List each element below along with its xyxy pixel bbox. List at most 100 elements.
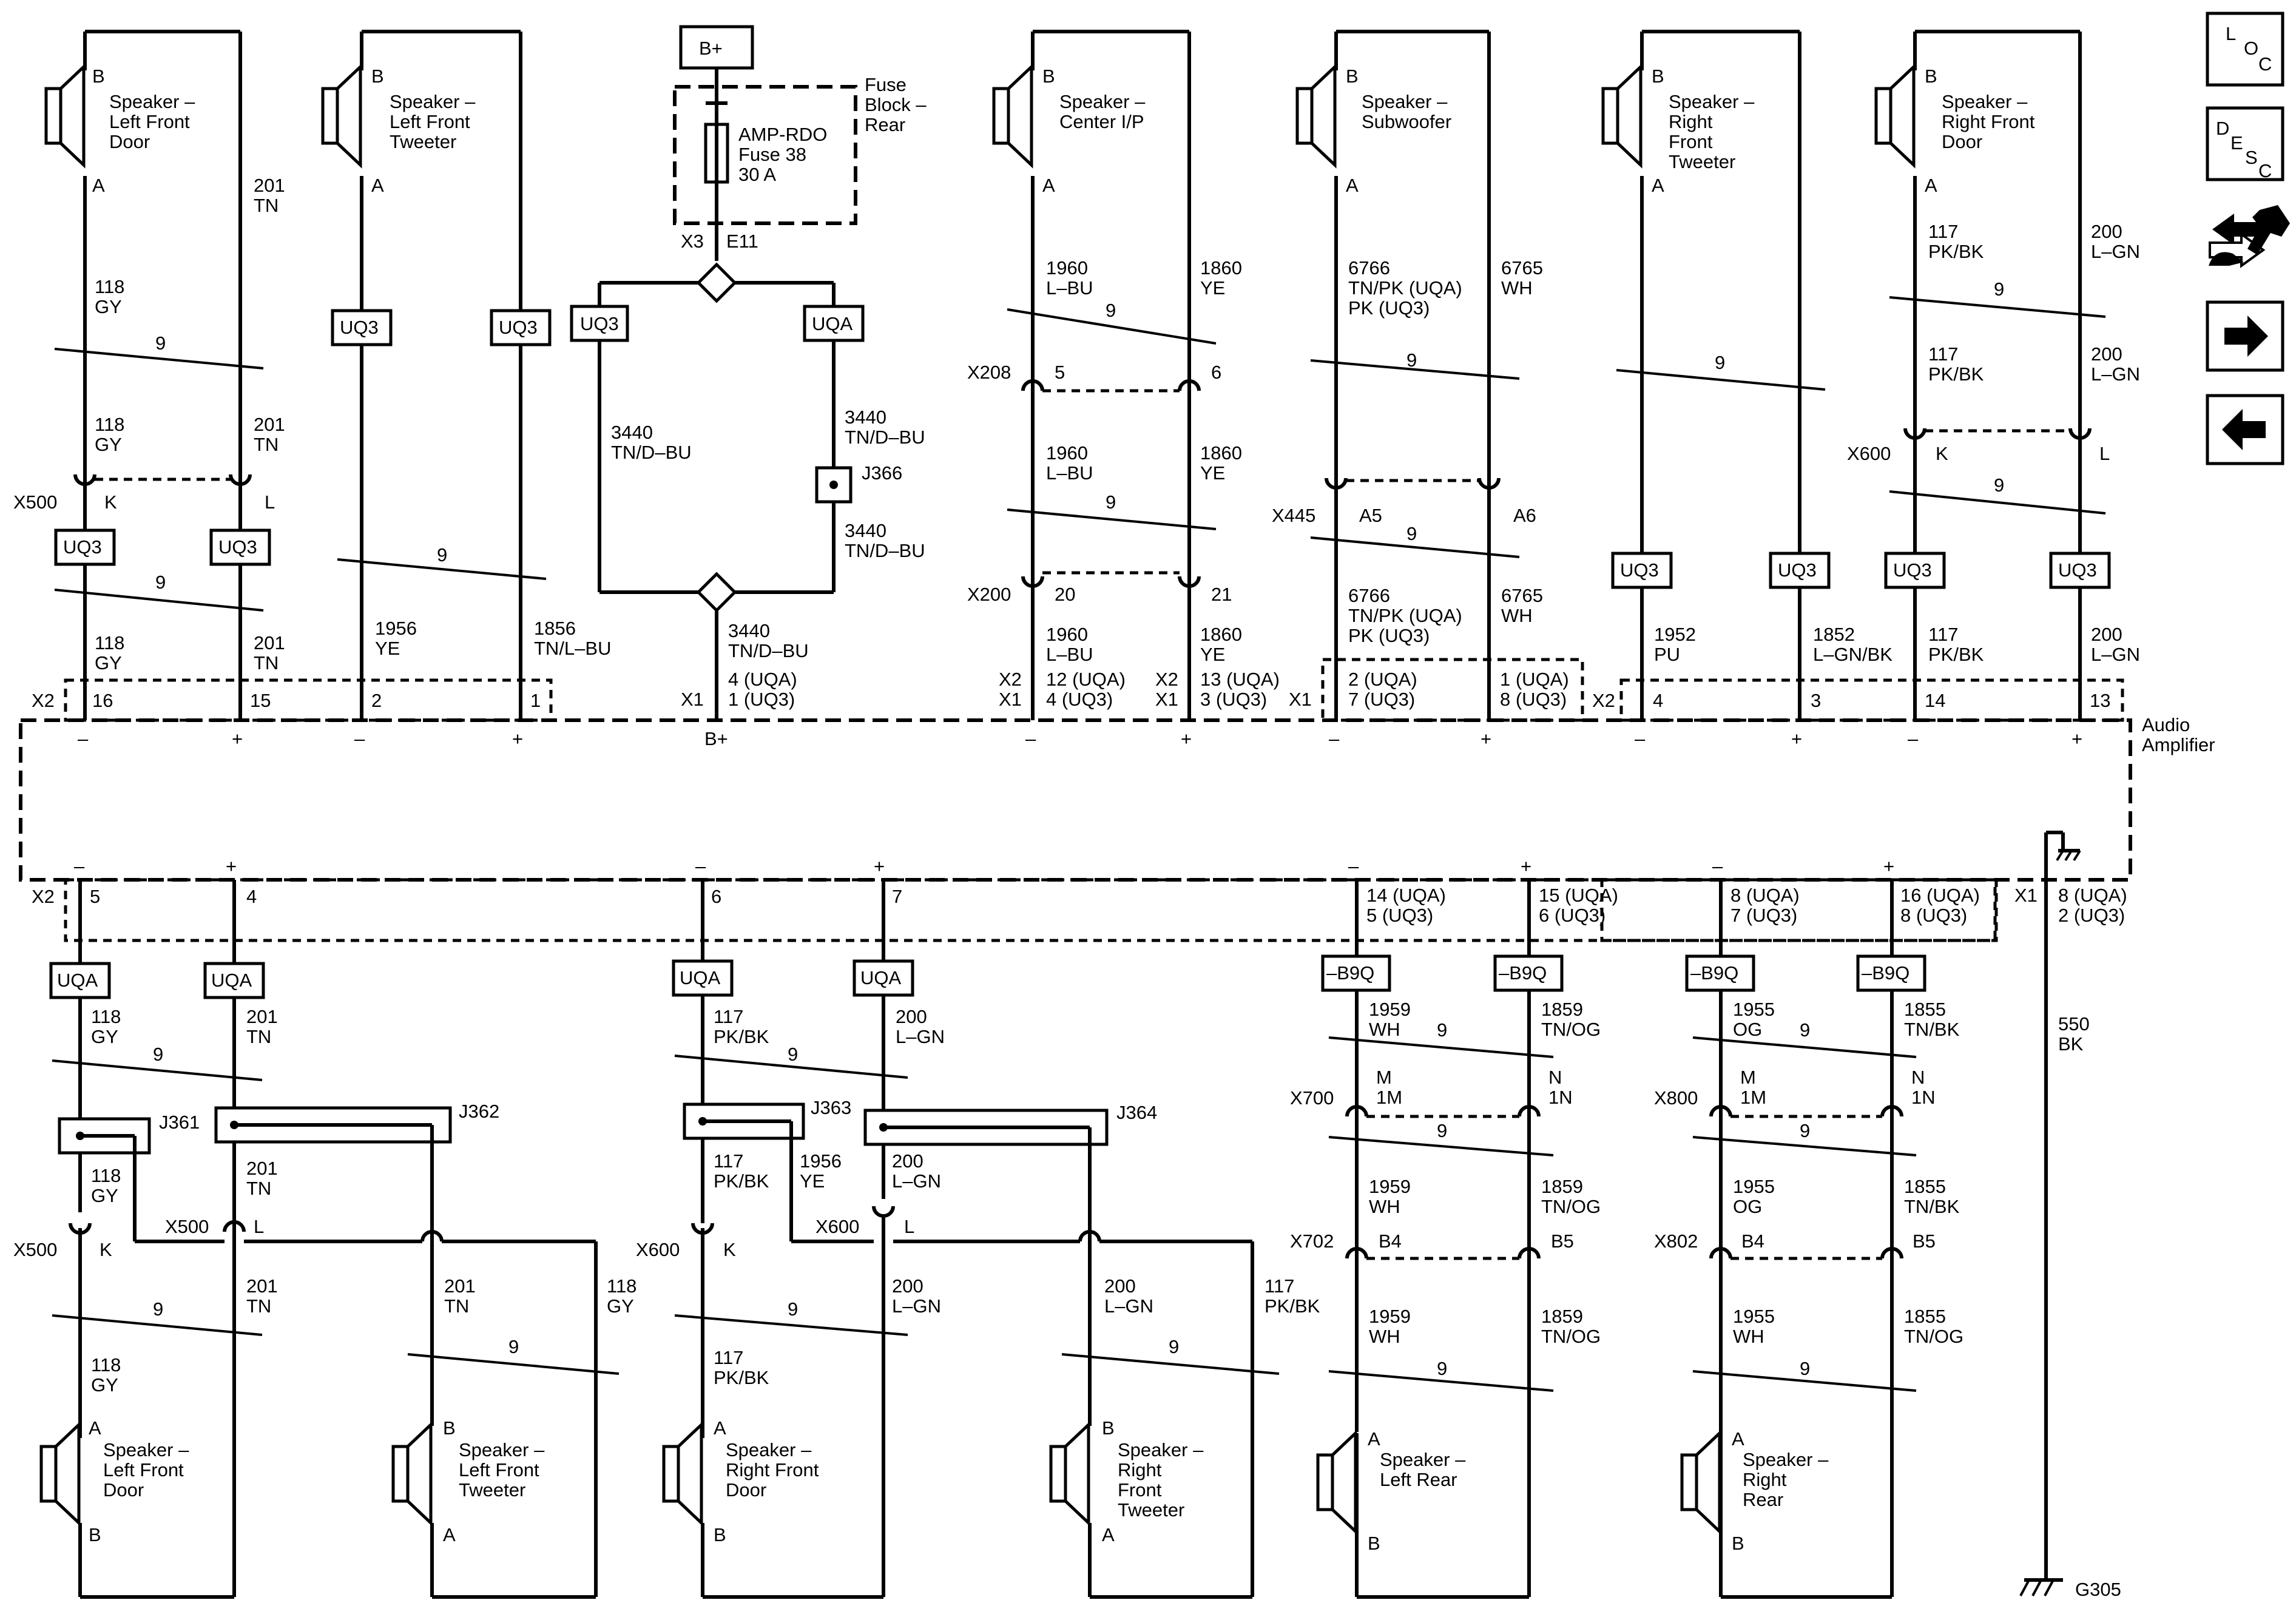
svg-text:TN/OG: TN/OG	[1541, 1196, 1601, 1217]
speaker-center-ip-icon	[994, 67, 1032, 165]
svg-text:1860: 1860	[1200, 442, 1242, 464]
svg-text:OG: OG	[1733, 1196, 1762, 1217]
svg-text:8 (UQA): 8 (UQA)	[2058, 885, 2127, 906]
svg-text:16: 16	[92, 690, 113, 711]
svg-text:Door: Door	[109, 131, 150, 152]
tools-button[interactable]	[2209, 205, 2290, 268]
svg-text:J366: J366	[862, 462, 902, 484]
svg-text:B: B	[371, 66, 384, 87]
svg-text:3440: 3440	[728, 620, 770, 641]
svg-text:UQ3: UQ3	[218, 536, 257, 558]
svg-text:21: 21	[1211, 584, 1232, 605]
svg-text:118: 118	[95, 414, 124, 435]
svg-text:+: +	[226, 856, 237, 877]
ground-wire-number: 550	[2058, 1013, 2090, 1035]
svg-text:UQA: UQA	[211, 970, 252, 991]
svg-text:201: 201	[254, 175, 285, 196]
svg-text:UQ3: UQ3	[1620, 559, 1659, 581]
svg-text:TN/PK (UQA): TN/PK (UQA)	[1348, 277, 1462, 299]
svg-text:A: A	[714, 1417, 726, 1439]
svg-text:Speaker –: Speaker –	[1118, 1439, 1204, 1460]
svg-text:6: 6	[711, 886, 721, 907]
svg-text:UQA: UQA	[680, 967, 721, 988]
svg-text:PU: PU	[1654, 644, 1680, 665]
svg-text:7: 7	[892, 886, 902, 907]
svg-text:4: 4	[1653, 690, 1663, 711]
svg-text:Subwoofer: Subwoofer	[1362, 111, 1451, 132]
speaker-rf-tweeter-bot-icon	[1051, 1425, 1089, 1523]
svg-text:PK/BK: PK/BK	[1264, 1295, 1320, 1317]
svg-text:+: +	[1883, 856, 1894, 877]
svg-text:1M: 1M	[1376, 1087, 1402, 1108]
svg-text:A: A	[443, 1524, 456, 1545]
svg-text:GY: GY	[95, 296, 122, 317]
svg-text:X500: X500	[13, 1239, 57, 1260]
svg-text:TN: TN	[246, 1026, 271, 1047]
svg-text:WH: WH	[1369, 1326, 1400, 1347]
svg-text:9: 9	[153, 1044, 163, 1065]
svg-text:9: 9	[1800, 1358, 1810, 1379]
next-button[interactable]	[2206, 300, 2284, 372]
fuse-block-rear	[673, 85, 857, 225]
svg-text:Door: Door	[103, 1479, 144, 1501]
svg-text:PK/BK: PK/BK	[714, 1170, 769, 1192]
loc-button[interactable]: L O C	[2206, 12, 2284, 87]
svg-text:Amplifier: Amplifier	[2142, 734, 2215, 755]
svg-text:118: 118	[91, 1354, 121, 1376]
svg-text:X1: X1	[2014, 885, 2038, 906]
svg-text:A: A	[1925, 175, 1937, 196]
svg-text:7 (UQ3): 7 (UQ3)	[1730, 905, 1797, 926]
svg-text:WH: WH	[1501, 605, 1533, 626]
svg-text:M: M	[1740, 1067, 1756, 1088]
svg-text:15 (UQA): 15 (UQA)	[1539, 885, 1618, 906]
svg-text:1955: 1955	[1733, 1176, 1775, 1197]
svg-text:+: +	[1181, 728, 1192, 749]
svg-text:–: –	[1329, 728, 1340, 749]
svg-text:X200: X200	[967, 584, 1011, 605]
svg-text:5 (UQ3): 5 (UQ3)	[1366, 905, 1433, 926]
svg-text:L–BU: L–BU	[1046, 277, 1093, 299]
svg-text:Front: Front	[1118, 1479, 1162, 1501]
svg-text:1960: 1960	[1046, 624, 1088, 645]
svg-text:TN/D–BU: TN/D–BU	[845, 427, 925, 448]
svg-text:GY: GY	[91, 1374, 118, 1396]
svg-text:Speaker –: Speaker –	[103, 1439, 189, 1460]
svg-text:X700: X700	[1290, 1087, 1334, 1109]
svg-text:X2: X2	[32, 690, 55, 711]
svg-text:M: M	[1376, 1067, 1392, 1088]
svg-text:GY: GY	[91, 1185, 118, 1206]
svg-text:1955: 1955	[1733, 1306, 1775, 1327]
svg-text:1855: 1855	[1904, 1176, 1946, 1197]
speaker-lf-door-bot-icon	[41, 1425, 79, 1523]
svg-text:Block –: Block –	[865, 94, 927, 115]
svg-text:201: 201	[246, 1006, 278, 1027]
svg-text:GY: GY	[95, 652, 122, 673]
svg-text:X1: X1	[1155, 689, 1178, 710]
svg-text:L–GN/BK: L–GN/BK	[1813, 644, 1893, 665]
desc-button[interactable]: D E S C	[2206, 106, 2284, 181]
svg-text:J362: J362	[459, 1101, 499, 1122]
svg-text:9: 9	[155, 333, 166, 354]
svg-text:A: A	[1652, 175, 1664, 196]
svg-text:118: 118	[91, 1006, 121, 1027]
svg-text:–B9Q: –B9Q	[1862, 962, 1909, 984]
svg-text:20: 20	[1055, 584, 1075, 605]
svg-text:L–GN: L–GN	[892, 1295, 941, 1317]
svg-text:9: 9	[1994, 474, 2004, 496]
svg-text:Rear: Rear	[1743, 1489, 1783, 1510]
svg-text:12 (UQA): 12 (UQA)	[1046, 669, 1126, 690]
svg-text:B5: B5	[1913, 1230, 1936, 1252]
svg-text:N: N	[1548, 1067, 1562, 1088]
svg-text:B: B	[89, 1524, 101, 1545]
svg-text:B4: B4	[1379, 1230, 1402, 1252]
svg-text:UQA: UQA	[860, 967, 902, 988]
svg-text:YE: YE	[375, 638, 400, 659]
svg-text:A5: A5	[1359, 505, 1382, 526]
svg-text:X2: X2	[1592, 690, 1615, 711]
svg-text:200: 200	[2091, 343, 2122, 365]
svg-text:TN/D–BU: TN/D–BU	[845, 540, 925, 561]
prev-button[interactable]	[2206, 394, 2284, 465]
svg-text:13: 13	[2090, 690, 2110, 711]
svg-text:1955: 1955	[1733, 999, 1775, 1020]
svg-text:YE: YE	[1200, 277, 1225, 299]
